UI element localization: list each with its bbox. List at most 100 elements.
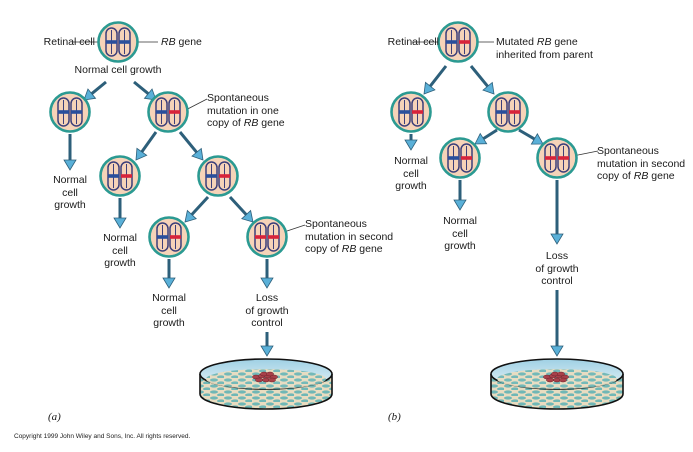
b-retinal-cell-label: Retinal cell xyxy=(387,36,439,48)
arrow-shaft xyxy=(190,195,210,216)
tumor-colony-cell xyxy=(268,377,276,383)
arrow-a0-a1 xyxy=(83,80,107,101)
normal-rb-band xyxy=(58,110,69,114)
panel-a-letter: (a) xyxy=(48,411,61,423)
cell-a6 xyxy=(246,216,288,258)
arrow-shaft xyxy=(140,131,158,153)
mutated-rb-band xyxy=(255,235,266,239)
cell-a1 xyxy=(49,91,91,133)
cell-b4 xyxy=(536,137,578,179)
arrow-head xyxy=(191,147,204,161)
cell-body xyxy=(49,91,91,133)
cell-a2 xyxy=(147,91,189,133)
arrow-a4-a5 xyxy=(184,195,210,223)
arrow-a2-a4 xyxy=(178,131,204,161)
arrow-head xyxy=(162,277,176,289)
mutated-rb-band xyxy=(459,40,470,44)
cell-b0 xyxy=(437,21,479,63)
a-callout-second-copy: Spontaneous mutation in second copy of R… xyxy=(305,218,394,255)
a-callout-one-copy: Spontaneous mutation in one copy of RB g… xyxy=(207,92,285,130)
cell-body xyxy=(99,155,141,197)
tumor-colony-cell xyxy=(559,377,567,383)
normal-rb-band xyxy=(446,40,457,44)
arrow-head xyxy=(423,81,436,95)
arrow-a-to-dish xyxy=(260,332,274,357)
arrow-head xyxy=(113,217,127,229)
b-mutated-rb-label: Mutated RB gene inherited from parent xyxy=(496,36,593,61)
arrow-head xyxy=(63,159,77,171)
panel-b-letter: (b) xyxy=(388,411,401,423)
mutated-rb-band xyxy=(545,156,556,160)
arrow-head xyxy=(260,277,274,289)
cells xyxy=(49,21,578,258)
arrow-shaft xyxy=(482,128,498,140)
arrow-b-to-dish xyxy=(550,290,564,357)
arrow-head xyxy=(453,199,467,211)
arrow-head xyxy=(550,345,564,357)
normal-rb-band xyxy=(156,110,167,114)
tumor-colony-cell xyxy=(557,371,565,377)
arrow-a4-a6 xyxy=(228,195,254,223)
b-callout-second-copy: Spontaneous mutation in second copy of R… xyxy=(597,145,686,182)
arrow-shaft xyxy=(228,195,248,216)
normal-rb-band xyxy=(448,156,459,160)
cell-body xyxy=(390,91,432,133)
mutated-rb-band xyxy=(509,110,520,114)
copyright-notice: Copyright 1999 John Wiley and Sons, Inc.… xyxy=(14,433,191,440)
arrow-a3-outcome xyxy=(113,198,127,229)
cell-body xyxy=(197,155,239,197)
a-retinal-cell-label: Retinal cell xyxy=(43,36,95,48)
arrow-a1-outcome xyxy=(63,134,77,171)
mutated-rb-band xyxy=(121,174,132,178)
arrow-b2-b4 xyxy=(518,128,544,145)
cell-body xyxy=(148,216,190,258)
a-callout1-line1: Spontaneous xyxy=(207,92,269,104)
arrow-head xyxy=(482,81,495,95)
arrow-b3-outcome xyxy=(453,180,467,211)
arrow-head xyxy=(83,88,97,101)
arrow-head xyxy=(241,209,254,223)
petri-dishes xyxy=(199,358,624,410)
arrow-head xyxy=(474,132,488,145)
mutated-rb-band xyxy=(558,156,569,160)
tumor-colony-cell xyxy=(255,377,263,383)
normal-rb-band xyxy=(157,235,168,239)
petri-dish-a xyxy=(199,358,333,410)
mutated-rb-band xyxy=(412,110,423,114)
arrow-a6-outcome xyxy=(260,259,274,289)
arrows xyxy=(63,65,564,357)
arrow-head xyxy=(404,139,418,151)
mutated-rb-band xyxy=(169,110,180,114)
arrow-head xyxy=(143,88,157,101)
cell-b2 xyxy=(487,91,529,133)
a-rb-gene-label: RB gene xyxy=(161,36,202,49)
a-rb-rest: gene xyxy=(175,36,202,48)
arrow-b0-b2 xyxy=(469,65,495,95)
arrow-shaft xyxy=(428,65,448,88)
arrow-shaft xyxy=(133,80,150,95)
arrow-b1-outcome xyxy=(404,134,418,151)
normal-rb-band xyxy=(106,40,117,44)
arrow-b2-b3 xyxy=(474,128,498,145)
cell-body xyxy=(437,21,479,63)
cell-body xyxy=(246,216,288,258)
cell-a3 xyxy=(99,155,141,197)
cell-body xyxy=(536,137,578,179)
cell-b1 xyxy=(390,91,432,133)
arrow-head xyxy=(550,233,564,245)
mutated-rb-band xyxy=(219,174,230,178)
a-rb-italic: RB xyxy=(161,36,176,48)
cell-body xyxy=(439,137,481,179)
petri-dish-b xyxy=(490,358,624,410)
arrow-head xyxy=(530,132,544,145)
mutated-rb-band xyxy=(170,235,181,239)
arrow-a0-a2 xyxy=(133,80,157,101)
arrow-b4-outcome xyxy=(550,180,564,245)
normal-rb-band xyxy=(496,110,507,114)
tumor-colony-cell xyxy=(266,371,274,377)
normal-rb-band xyxy=(119,40,130,44)
